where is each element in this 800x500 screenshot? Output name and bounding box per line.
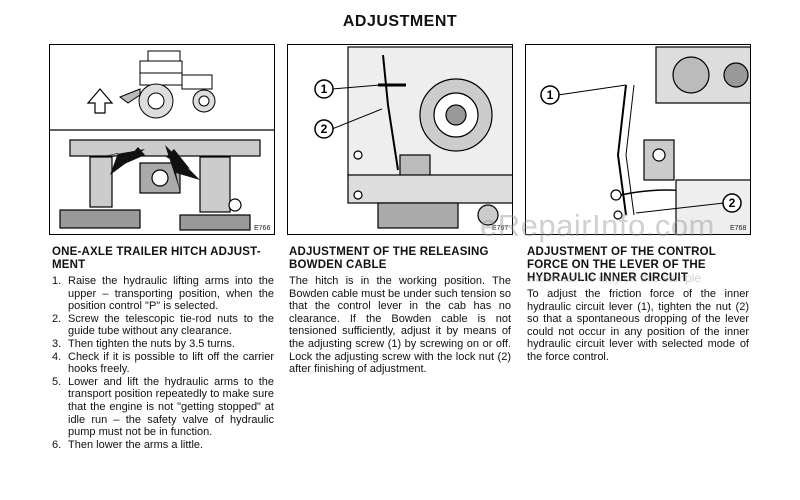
figure-control-lever: 1 2 E768 [525, 44, 751, 235]
step-text: Raise the hydraulic lifting arms into th… [68, 275, 274, 313]
bowden-cable-illustration: 1 2 [314, 46, 512, 229]
callout-2-marker [314, 119, 334, 139]
bowden-cable-body: The hitch is in the working position. Th… [289, 275, 511, 376]
callout-2-marker [722, 193, 742, 213]
figure-bowden-cable: 1 2 E767 [287, 44, 513, 235]
figure-code: E768 [730, 225, 747, 232]
control-lever-body: To adjust the friction force of the inne… [527, 288, 749, 363]
step-text: Check if it is possible to lift off the … [68, 350, 274, 376]
section-heading-control-lever: ADJUSTMENT OF THE CONTROL FORCE ON THE L… [527, 246, 716, 284]
step-text: Then lower the arms a little. [68, 438, 204, 451]
step-text: Lower and lift the hydraulic arms to the… [68, 375, 274, 439]
list-item: 6. Then lower the arms a little. [52, 439, 274, 452]
step-text: Screw the telescopic tie-rod nuts to the… [68, 312, 274, 338]
watermark-site: eRepairInfo.com [480, 208, 715, 243]
figure-trailer-hitch: E766 [49, 44, 275, 235]
callout-1-label: 1 [547, 88, 554, 102]
figure-code: E766 [254, 225, 271, 232]
callout-1-marker [540, 85, 560, 105]
step-number: 4. [52, 350, 62, 363]
callout-1-label: 1 [321, 82, 328, 96]
step-number: 1. [52, 275, 62, 287]
trailer-hitch-illustration [50, 50, 274, 231]
figure-code: E767 [492, 225, 509, 232]
page-title: ADJUSTMENT [342, 13, 458, 30]
step-number: 3. [52, 337, 62, 350]
section-heading-bowden-cable: ADJUSTMENT OF THE RELEASING BOWDEN CABLE [289, 246, 489, 271]
step-number: 2. [52, 312, 62, 325]
step-number: 6. [52, 438, 62, 451]
callout-1-marker [314, 79, 334, 99]
callout-2-label: 2 [729, 196, 736, 210]
list-item: 5. Lower and lift the hydraulic arms to t… [52, 376, 274, 439]
list-item: 1. Raise the hydraulic lifting arms into … [52, 275, 274, 313]
list-item: 4. Check if it is possible to lift off th… [52, 351, 274, 376]
watermark-note: watermark is only on this sample [527, 271, 702, 285]
step-number: 5. [52, 375, 62, 388]
callout-2-label: 2 [321, 122, 328, 136]
control-lever-illustration: 1 2 [540, 46, 750, 234]
section-heading-trailer-hitch: ONE-AXLE TRAILER HITCH ADJUST-MENT [52, 246, 261, 271]
list-item: 3. Then tighten the nuts by 3.5 turns. [52, 338, 274, 351]
trailer-hitch-steps: 1. Raise the hydraulic lifting arms into … [52, 275, 274, 451]
list-item: 2. Screw the telescopic tie-rod nuts to t… [52, 313, 274, 338]
step-text: Then tighten the nuts by 3.5 turns. [68, 337, 235, 350]
